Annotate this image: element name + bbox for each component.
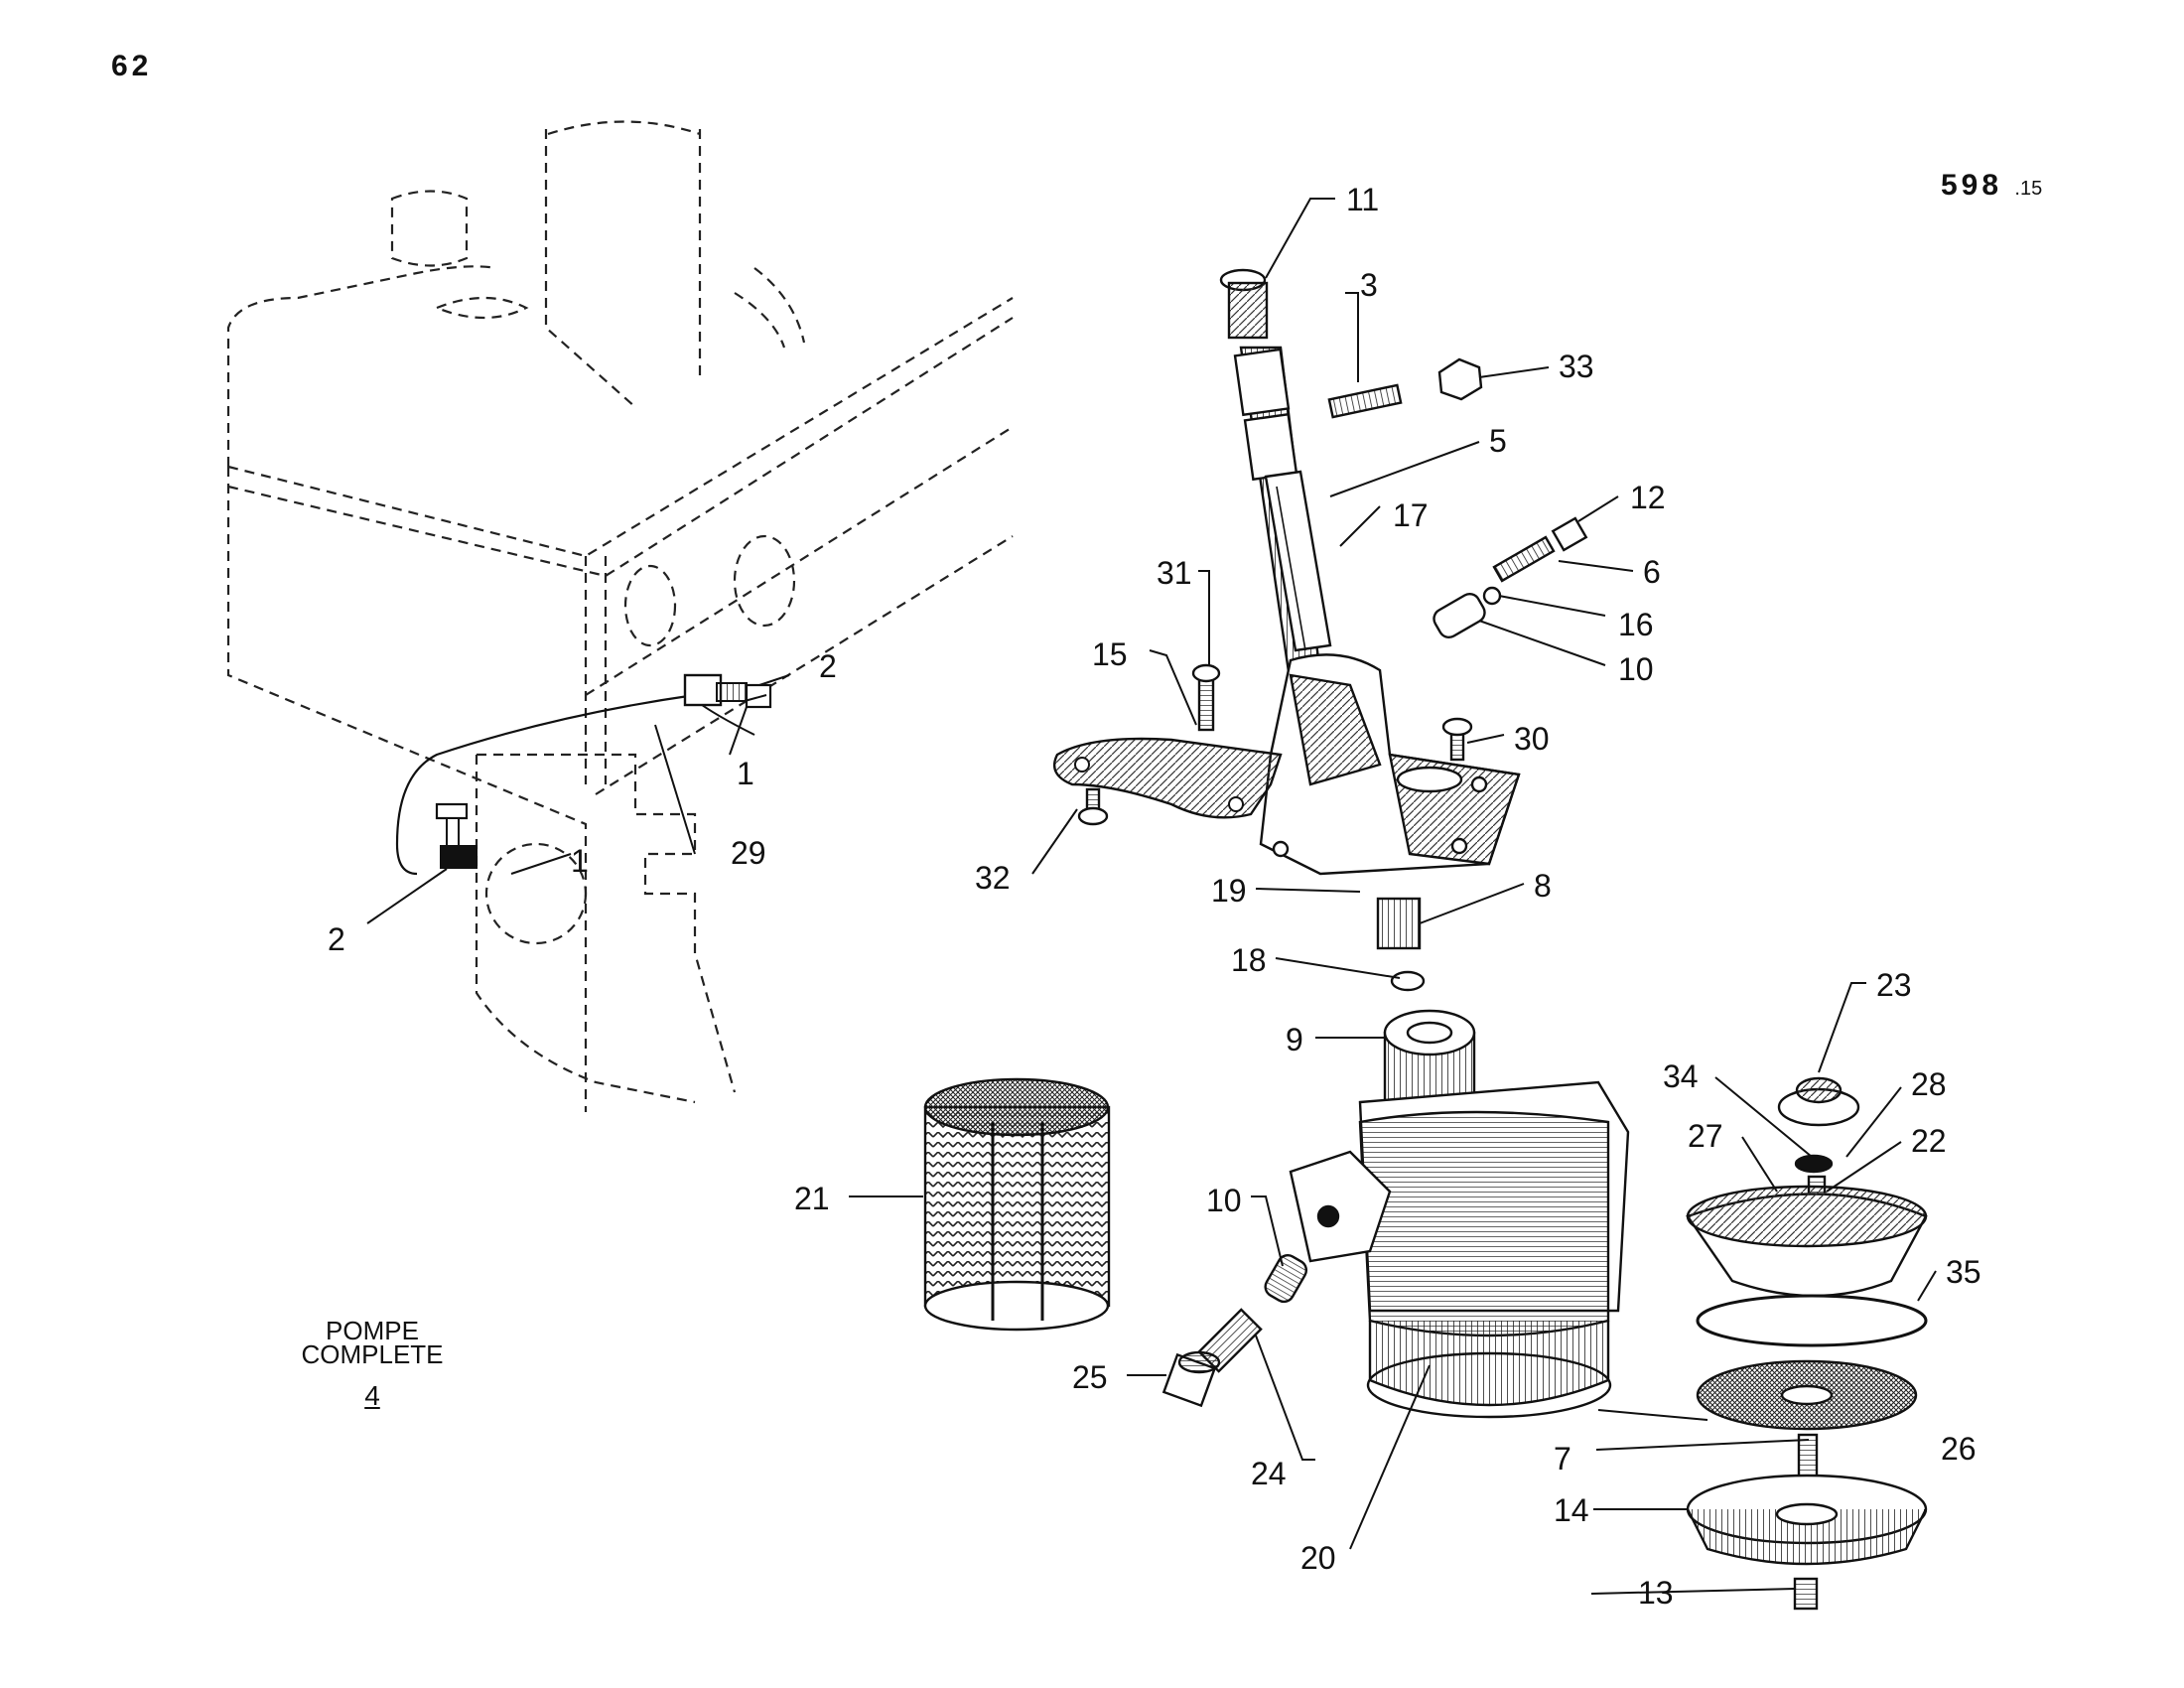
caption-line-1: POMPE [326,1316,419,1345]
callout-5: 5 [1489,423,1507,459]
plug-25 [1161,1350,1221,1408]
cap-nut-23 [1777,1076,1860,1127]
filter-element-21 [923,1077,1111,1332]
stud-3 [1327,383,1403,419]
callout-14: 14 [1554,1492,1589,1528]
callout-16: 16 [1618,607,1654,642]
callout-30: 30 [1514,721,1550,757]
oil-pressure-switch [683,673,772,709]
screw-31 [1197,673,1215,732]
callout-1-left: 1 [571,843,589,879]
drive-gear-8 [1376,897,1422,950]
callout-6: 6 [1643,554,1661,590]
seal-ring-35 [1696,1294,1928,1347]
plug-12 [1551,516,1588,552]
reference-main: 598 [1941,169,2003,202]
callout-25: 25 [1072,1359,1108,1395]
callout-2-top: 2 [819,648,837,684]
strainer-7 [1696,1359,1918,1431]
callout-20: 20 [1300,1540,1336,1576]
callout-10-top: 10 [1618,651,1654,687]
callout-23: 23 [1876,967,1912,1003]
callout-10-bottom: 10 [1206,1183,1242,1218]
callout-labels: 2 1 29 1 2 11 3 33 5 17 12 6 16 10 31 15… [328,182,1981,1611]
callout-9: 9 [1286,1022,1303,1057]
callout-26: 26 [1941,1431,1977,1467]
washer-34 [1794,1154,1834,1174]
engine-block-outline [226,120,1014,1112]
reference-suffix: .15 [2014,178,2043,200]
connector-terminal [435,802,478,869]
callout-1-right: 1 [737,756,754,791]
callout-3: 3 [1360,267,1378,303]
callout-21: 21 [794,1181,830,1216]
pump-gasket [1052,737,1283,819]
callout-32: 32 [975,860,1011,896]
rotor-9 [1383,1009,1476,1104]
callout-7: 7 [1554,1441,1571,1477]
valve-piston-10b [1264,1254,1308,1304]
oil-pressure-wire [395,693,696,876]
nut-33 [1437,357,1483,401]
callout-15: 15 [1092,636,1128,672]
callout-11: 11 [1346,182,1379,217]
callout-18: 18 [1231,942,1267,978]
pump-drive-shaft [1219,268,1332,687]
pump-housing-20 [1289,1080,1630,1419]
callout-12: 12 [1630,480,1666,515]
circlip-18 [1390,970,1426,992]
page-number: 62 [111,50,153,82]
caption-line-2: COMPLETE [301,1339,444,1369]
callout-34: 34 [1663,1058,1699,1094]
callout-33: 33 [1559,349,1594,384]
callout-19: 19 [1211,873,1247,909]
filter-bowl-27 [1686,1185,1928,1298]
callout-35: 35 [1946,1254,1981,1290]
caption-number: 4 [364,1380,380,1411]
spring-6 [1492,535,1556,583]
callout-17: 17 [1393,497,1429,533]
callout-29: 29 [731,835,766,871]
callout-24: 24 [1251,1456,1287,1491]
callout-13: 13 [1638,1575,1674,1611]
washer-16 [1482,586,1502,606]
valve-piston-10 [1433,592,1486,639]
callout-2-bottom: 2 [328,921,345,957]
bolt-13 [1793,1577,1819,1611]
cover-14 [1686,1474,1928,1566]
callout-28: 28 [1911,1066,1947,1102]
callout-8: 8 [1534,868,1552,904]
reference-code: 598 .15 [1941,169,2042,203]
assembly-caption: POMPE COMPLETE 4 [288,1316,457,1411]
leader-lines [366,198,1937,1595]
callout-27: 27 [1688,1118,1723,1154]
pump-body-flange [1259,653,1521,876]
callout-22: 22 [1911,1123,1947,1159]
callout-31: 31 [1157,555,1192,591]
